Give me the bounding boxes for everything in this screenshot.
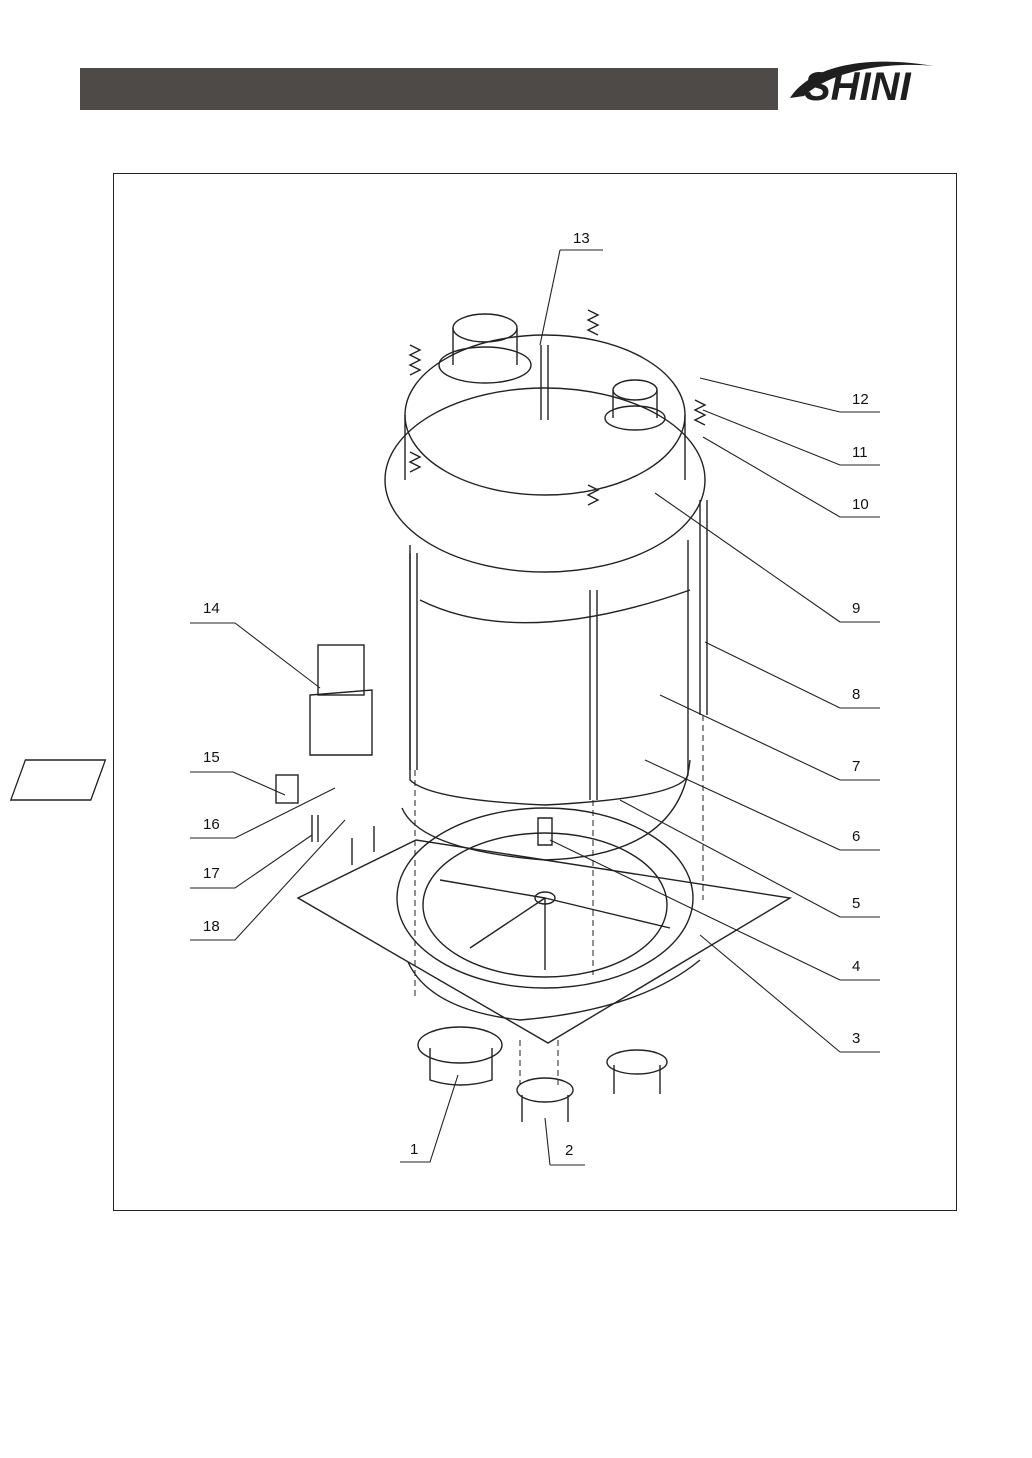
callout-8: 8 <box>852 686 860 703</box>
outlet-3-flange <box>607 1050 667 1074</box>
callout-9: 9 <box>852 600 860 617</box>
outlet-2-flange <box>517 1078 573 1102</box>
main-cylinder <box>410 540 688 805</box>
small-outlet-flange <box>605 406 665 430</box>
switch-block <box>276 775 298 803</box>
leader-1 <box>400 1075 458 1162</box>
callout-7: 7 <box>852 758 860 775</box>
callout-5: 5 <box>852 895 860 912</box>
callout-13: 13 <box>573 230 590 247</box>
tie-rod-left <box>410 553 417 770</box>
callout-12: 12 <box>852 391 869 408</box>
callout-10: 10 <box>852 496 869 513</box>
spring-3 <box>695 400 705 425</box>
top-outlet-rim <box>453 314 517 342</box>
leader-6 <box>645 760 880 850</box>
center-shaft <box>538 818 552 845</box>
motor-housing <box>310 690 372 755</box>
outlet-2-body <box>522 1095 568 1122</box>
callout-3: 3 <box>852 1030 860 1047</box>
callout-15: 15 <box>203 749 220 766</box>
lid-side <box>405 415 685 480</box>
leader-15 <box>190 772 285 795</box>
callout-4: 4 <box>852 958 860 975</box>
tie-rod-right <box>700 500 707 715</box>
cylinder-band <box>420 590 690 623</box>
spring-2 <box>588 310 598 335</box>
leader-13 <box>540 250 603 345</box>
outlet-1-body <box>430 1048 492 1085</box>
tie-rod-mid <box>590 590 597 800</box>
callout-6: 6 <box>852 828 860 845</box>
base-plate <box>298 840 790 1043</box>
outlet-3-body <box>614 1065 660 1094</box>
motor-plate <box>11 760 106 800</box>
callout-11: 11 <box>852 444 868 461</box>
callout-16: 16 <box>203 816 220 833</box>
leader-14 <box>190 623 320 688</box>
callout-17: 17 <box>203 865 220 882</box>
lid-top <box>405 335 685 495</box>
leader-9 <box>655 493 880 622</box>
spring-4 <box>410 452 420 472</box>
motor-body <box>318 645 364 695</box>
center-rod <box>541 345 548 420</box>
callout-2: 2 <box>565 1142 573 1159</box>
callout-1: 1 <box>410 1141 418 1158</box>
callout-18: 18 <box>203 918 220 935</box>
spring-1 <box>410 345 420 375</box>
spring-5 <box>588 485 598 505</box>
callout-14: 14 <box>203 600 220 617</box>
small-outlet-rim <box>613 380 657 400</box>
